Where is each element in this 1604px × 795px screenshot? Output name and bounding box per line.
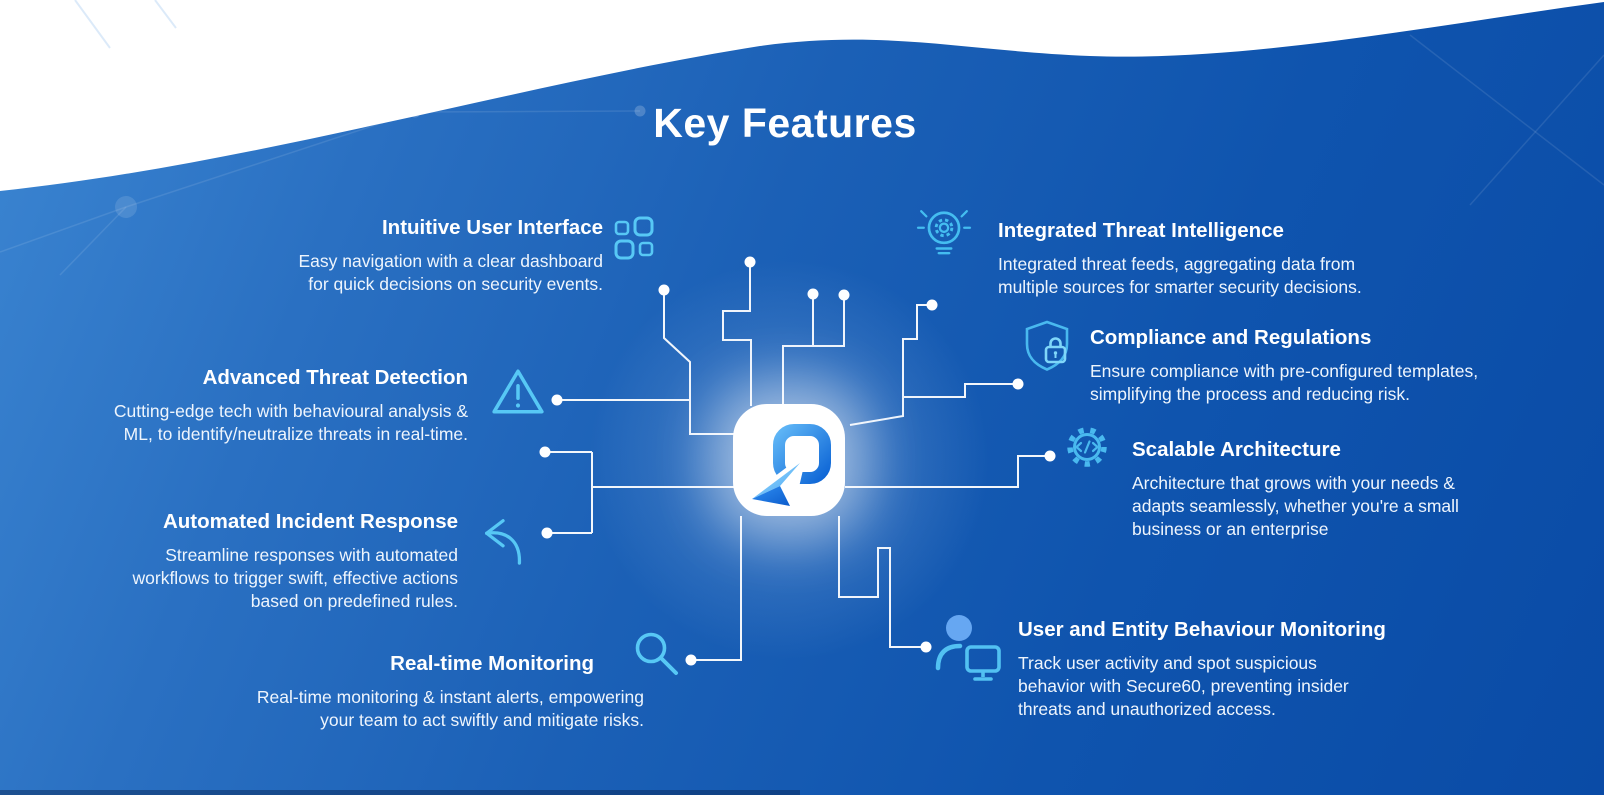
bulb-gear-icon — [916, 206, 972, 262]
feature-title: Intuitive User Interface — [381, 216, 603, 239]
bottom-edge-divider — [0, 790, 800, 795]
feature-title: Real-time Monitoring — [390, 652, 594, 675]
feature-title: Automated Incident Response — [162, 510, 458, 533]
page-title: Key Features — [653, 100, 917, 146]
warning-triangle-icon — [490, 364, 546, 420]
person-monitor-icon — [934, 612, 1004, 682]
feature-description: Cutting-edge tech with behavioural analy… — [113, 400, 468, 444]
gear-code-icon — [1062, 422, 1112, 472]
feature-advanced-threat-detection: Advanced Threat Detection Cutting-edge t… — [114, 366, 468, 446]
feature-description: Track user activity and spot suspicious … — [1018, 652, 1349, 719]
feature-integrated-threat-intelligence: Integrated Threat Intelligence Integrate… — [998, 219, 1362, 299]
feature-compliance-and-regulations: Compliance and Regulations Ensure compli… — [1090, 326, 1478, 406]
feature-title: Integrated Threat Intelligence — [998, 219, 1284, 242]
secure60-logo-icon — [747, 424, 831, 511]
feature-scalable-architecture: Scalable Architecture Architecture that … — [1132, 438, 1459, 541]
feature-description: Architecture that grows with your needs … — [1132, 472, 1459, 539]
feature-title: User and Entity Behaviour Monitoring — [1018, 618, 1386, 641]
reply-arrow-icon — [478, 514, 530, 566]
feature-description: Easy navigation with a clear dashboard f… — [298, 250, 604, 294]
app-logo — [733, 404, 845, 516]
feature-description: Streamline responses with automated work… — [132, 544, 459, 611]
feature-user-entity-behaviour-monitoring: User and Entity Behaviour Monitoring Tra… — [1018, 618, 1386, 721]
feature-description: Real-time monitoring & instant alerts, e… — [256, 686, 644, 730]
grid-icon — [612, 214, 660, 262]
shield-lock-icon — [1019, 318, 1075, 374]
feature-real-time-monitoring: Real-time Monitoring Real-time monitorin… — [257, 652, 644, 732]
feature-intuitive-user-interface: Intuitive User Interface Easy navigation… — [299, 216, 604, 296]
feature-automated-incident-response: Automated Incident Response Streamline r… — [133, 510, 459, 613]
background-wave — [0, 0, 1604, 191]
feature-description: Ensure compliance with pre-configured te… — [1090, 360, 1479, 404]
feature-title: Compliance and Regulations — [1090, 326, 1372, 349]
feature-title: Advanced Threat Detection — [202, 366, 468, 389]
feature-title: Scalable Architecture — [1132, 438, 1341, 461]
feature-description: Integrated threat feeds, aggregating dat… — [998, 253, 1362, 297]
magnifier-icon — [630, 627, 682, 679]
